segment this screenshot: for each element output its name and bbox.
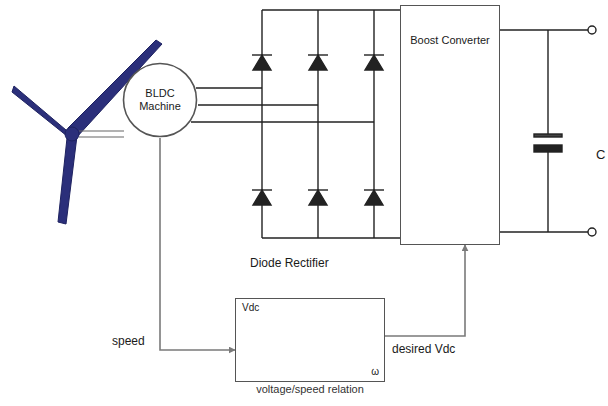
diode-symbol [309, 190, 327, 205]
turbine-shaft [79, 131, 124, 137]
relation-box: Vdcωvoltage/speed relation [235, 298, 385, 382]
capacitor-plate [534, 145, 562, 152]
machine-label: BLDC Machine [129, 87, 191, 113]
axis-label: Vdc [242, 302, 259, 314]
diode-symbol [365, 190, 383, 205]
machine-circle: BLDC Machine [122, 62, 198, 138]
diode-symbol [253, 55, 271, 70]
rectifier-label: Diode Rectifier [250, 256, 329, 271]
diode-rectifier [252, 10, 400, 238]
output-terminal [588, 228, 596, 236]
converter-label: Boost Converter [409, 34, 491, 47]
capacitor-label: C [596, 147, 605, 163]
turbine-blade [58, 136, 77, 224]
converter-box: Boost Converter [400, 5, 500, 245]
signal-arrow [160, 138, 235, 350]
output-circuit [500, 26, 596, 236]
circle-outline [124, 64, 197, 137]
signal-arrow [385, 245, 465, 336]
signal-label: speed [110, 334, 147, 348]
diode-symbol [309, 55, 327, 70]
turbine-hub [65, 127, 79, 141]
diode-symbol [253, 190, 271, 205]
diode-symbol [365, 55, 383, 70]
phase-wires [191, 88, 374, 122]
box-caption: voltage/speed relation [256, 383, 364, 396]
capacitor-plate [534, 134, 562, 137]
signal-label: desired Vdc [390, 342, 457, 356]
output-terminal [588, 26, 596, 34]
wind-turbine [12, 40, 162, 224]
turbine-blade [12, 86, 72, 140]
axis-label: ω [371, 366, 379, 378]
